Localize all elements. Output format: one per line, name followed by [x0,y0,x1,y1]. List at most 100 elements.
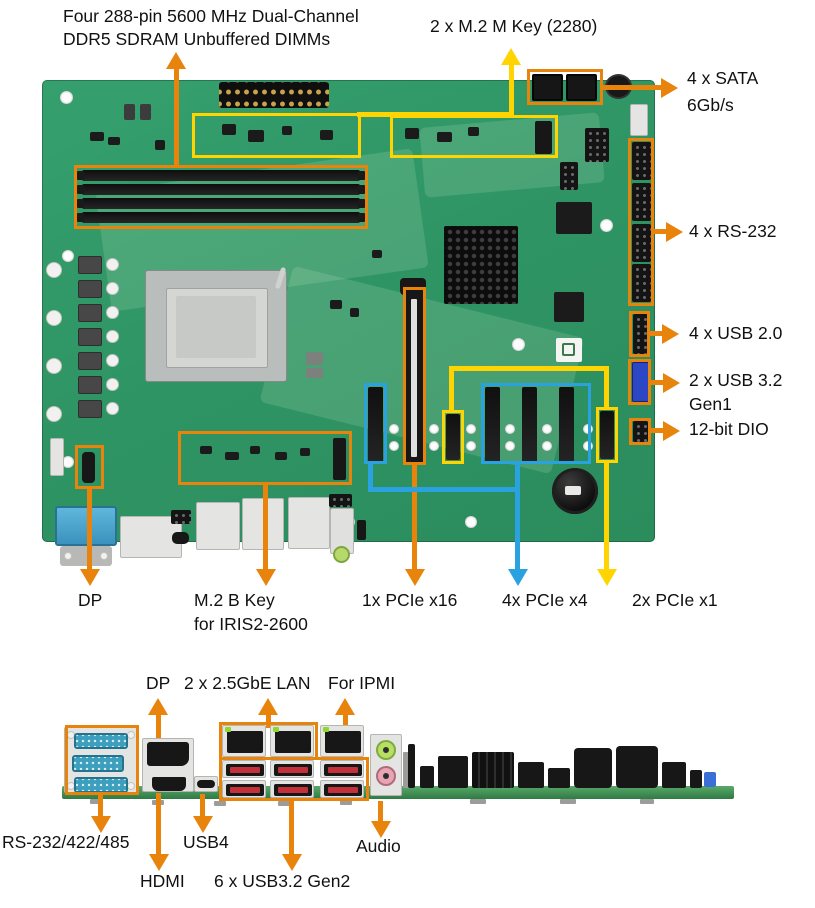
solder-tab [90,799,102,804]
pin-header [171,510,191,524]
chip [200,446,212,454]
edge-component [408,744,415,788]
callout-usb32-gen1-label-line2: Gen1 [689,394,732,414]
via-hole [429,424,439,434]
capacitor [46,262,62,278]
mounting-hole [60,91,73,104]
usb32-port [270,780,314,798]
pcie-x16-latch [400,278,426,295]
highlight-box-m2-m-key-2 [390,115,558,158]
capacitor [46,358,62,374]
capacitor [106,306,119,319]
lan-led [323,727,329,732]
dio-header [633,421,648,442]
arrow-pcie-x16 [405,569,425,586]
chip [282,126,292,135]
arrow-m2-m-key [501,48,521,65]
via-hole [505,424,515,434]
arrow-pcie-x1 [597,569,617,586]
callout-sata-label-line2: 6Gb/s [687,95,734,115]
usb2-header [633,314,648,354]
io-callout-hdmi-label: HDMI [140,871,185,891]
capacitor [140,104,151,120]
chip [306,368,323,378]
solder-tab [470,799,486,804]
audio-jack-lineout [376,740,396,760]
arrow-pcie-x1-line [449,366,454,412]
io-callout-usb4-label: USB4 [183,832,229,852]
screw [64,552,72,560]
highlight-box-usb2 [629,311,650,357]
edge-component [616,746,658,788]
edge-component [438,756,468,788]
usb-c-connector [172,532,189,544]
callout-sata-label-line1: 4 x SATA [687,68,759,88]
capacitor [106,330,119,343]
io-callout-rs232-label: RS-232/422/485 [2,832,130,852]
io-callout-usb32-gen2-label: 6 x USB3.2 Gen2 [214,871,351,891]
arrow-io-hdmi [149,854,169,871]
highlight-box-pcie-x4-1 [364,383,387,464]
hdmi-port [152,777,186,791]
audio-jack-micin [376,766,396,786]
arrow-pcie-x4-line [368,464,373,492]
mounting-hole [465,516,477,528]
capacitor [106,282,119,295]
arrow-io-lan [258,698,278,715]
capacitor [106,258,119,271]
choke [78,304,102,322]
highlight-box-io-lan [219,722,318,760]
arrow-io-usb32 [282,854,302,871]
usb32-port [320,760,364,778]
arrow-usb32-gen1 [663,373,680,393]
vga-connector-face [60,546,112,566]
chip [556,202,592,234]
choke [78,256,102,274]
via-hole [466,441,476,451]
screw [100,552,108,560]
via-hole [542,441,552,451]
dimm-slot [77,198,365,209]
via-hole [429,441,439,451]
serial-port [74,733,128,749]
socket-lever [274,266,287,290]
arrow-dp-line [87,489,92,571]
highlight-box-io-usb [219,757,369,801]
capacitor [106,378,119,391]
arrow-pcie-x1-line [449,366,609,371]
arrow-pcie-x1-line [604,461,609,571]
callout-m2-b-key-label-line1: M.2 B Key [194,590,275,610]
arrow-io-ipmi [335,698,355,715]
solder-tab [278,801,290,806]
sata-connector [566,74,597,101]
pcie-x16-slot-opening [411,299,417,457]
arrow-m2-m-key-line [357,112,514,117]
arrow-io-audio-line [378,801,383,823]
arrow-usb2-line [648,331,664,336]
arrow-pcie-x16-line [412,465,417,571]
usb32-port [222,760,266,778]
highlight-box-sata [527,69,603,105]
bracket-tab [403,752,409,788]
pcie-x4-slot [559,387,574,463]
arrow-usb2 [662,324,679,344]
usb32-port [270,760,314,778]
arrow-rs232-line [652,229,668,234]
solder-tab [640,799,654,804]
fan-header [630,104,648,136]
arrow-io-serial [91,816,111,833]
m2-slot-connector [535,121,552,154]
chip [306,352,323,365]
arrow-pcie-x4-line [515,464,520,571]
chip [90,132,104,141]
io-callout-dp-label: DP [146,673,171,693]
arrow-rs232 [666,222,683,242]
callout-dimm-label-line1: Four 288-pin 5600 MHz Dual-Channel [63,6,359,26]
highlight-box-dio [629,418,651,445]
via-hole [389,441,399,451]
choke [78,400,102,418]
mounting-hole [62,250,74,262]
edge-component [662,762,686,788]
highlight-box-io-serial [65,725,139,795]
dp-port [147,742,189,766]
